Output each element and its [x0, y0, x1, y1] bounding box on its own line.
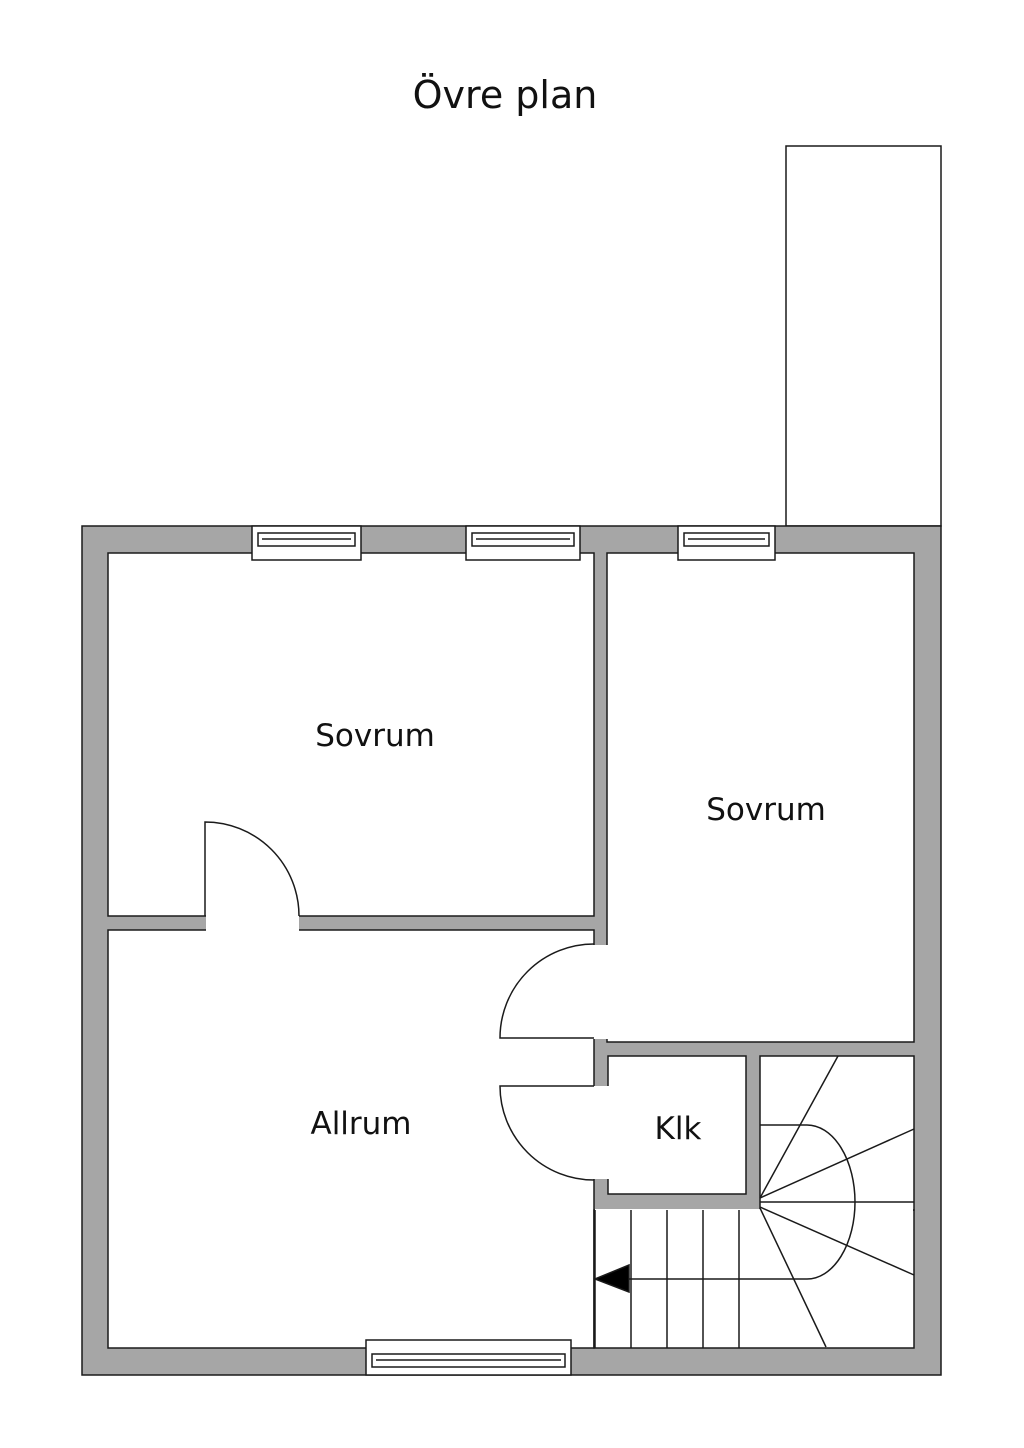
room-label-living: Allrum — [310, 1106, 412, 1142]
rooms — [107, 552, 915, 1349]
room-label-bedroom-right: Sovrum — [706, 792, 826, 828]
window — [677, 525, 776, 561]
window — [465, 525, 581, 561]
balcony — [785, 145, 942, 527]
room-label-closet: Klk — [654, 1111, 702, 1147]
doors — [204, 821, 595, 1181]
plan-title: Övre plan — [412, 73, 598, 117]
window — [251, 525, 362, 561]
room-label-bedroom-left: Sovrum — [315, 718, 435, 754]
window — [365, 1339, 572, 1376]
room-living — [107, 929, 595, 1349]
door-closet — [499, 1085, 595, 1181]
door-bedroom-right — [499, 943, 595, 1039]
windows — [251, 525, 776, 1376]
door-bedroom-left — [204, 821, 300, 917]
stair-direction-arrow-icon — [592, 1263, 630, 1294]
room-closet — [607, 1055, 747, 1195]
room-bedroom-left — [107, 552, 595, 917]
staircase — [592, 1055, 915, 1348]
